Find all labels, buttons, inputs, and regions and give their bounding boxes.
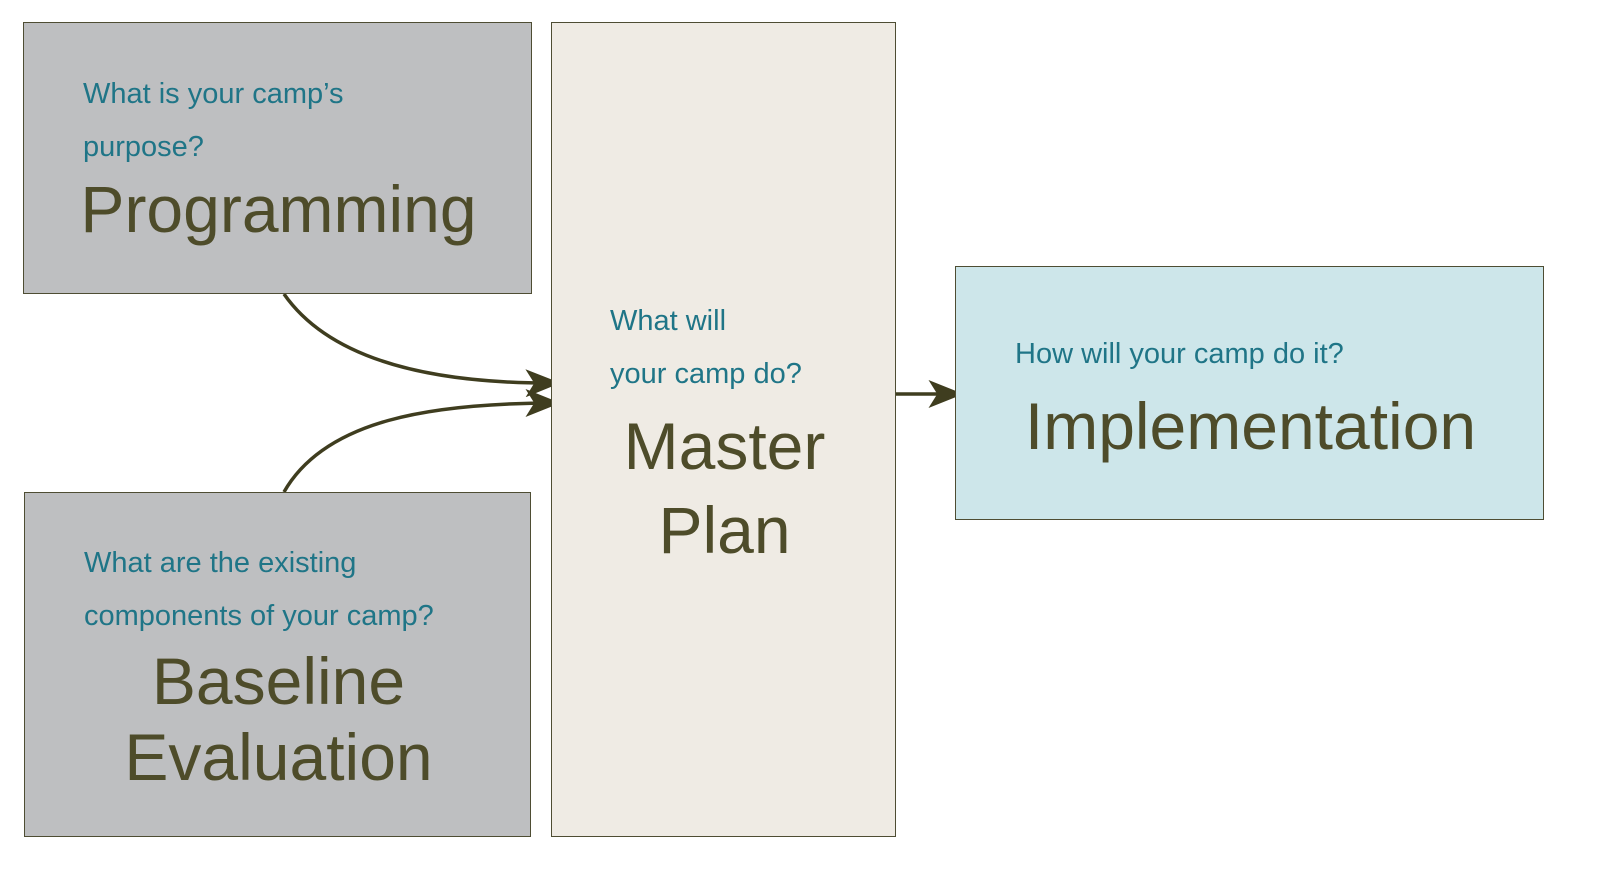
baseline-to-master-arrow	[282, 389, 561, 493]
master-plan-box: What will your camp do? Master Plan	[551, 22, 896, 837]
master-plan-question-line-1: What will	[610, 305, 727, 337]
master-plan-title-line-1: Master	[623, 409, 826, 483]
baseline-title-line-2: Evaluation	[124, 720, 433, 794]
master-plan-title-line-2: Plan	[658, 493, 791, 567]
baseline-title-line-1: Baseline	[151, 644, 406, 718]
baseline-question-line-2: components of your camp?	[84, 600, 434, 632]
master-plan-question-line-2: your camp do?	[610, 358, 802, 390]
programming-box: What is your camp’s purpose? Programming	[23, 22, 532, 294]
implementation-box: How will your camp do it? Implementation	[955, 266, 1544, 520]
programming-question-line-1: What is your camp’s	[83, 78, 344, 110]
baseline-evaluation-box: What are the existing components of your…	[24, 492, 531, 837]
baseline-title: Baseline Evaluation	[25, 643, 532, 795]
programming-question-line-2: purpose?	[83, 131, 204, 163]
master-plan-question: What will your camp do?	[610, 295, 802, 401]
master-plan-title: Master Plan	[552, 404, 897, 572]
implementation-question: How will your camp do it?	[1015, 338, 1344, 370]
programming-to-master-arrow	[282, 292, 561, 398]
baseline-question-line-1: What are the existing	[84, 547, 357, 579]
baseline-question: What are the existing components of your…	[84, 537, 434, 643]
programming-question: What is your camp’s purpose?	[83, 68, 344, 174]
implementation-title: Implementation	[1024, 389, 1477, 463]
programming-title: Programming	[80, 172, 477, 246]
